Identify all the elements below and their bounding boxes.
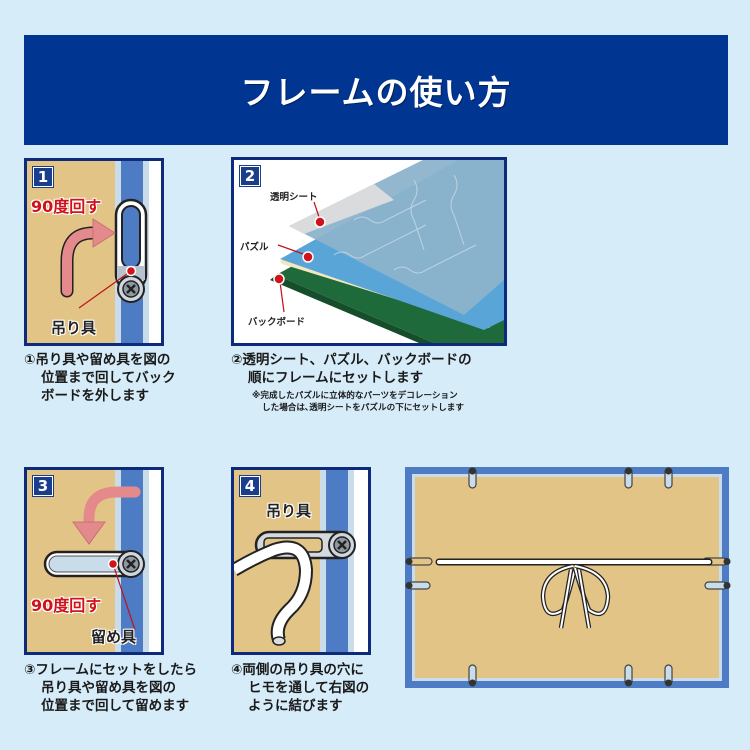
clip-label: 留め具 xyxy=(91,628,137,646)
step-4-illustration: 4 吊り具 xyxy=(231,467,371,655)
hanger-label: 吊り具 xyxy=(51,319,97,337)
step-1-caption: ①吊り具や留め具を図の 位置まで回してバック ボードを外します xyxy=(24,352,176,404)
step-number-badge: 3 xyxy=(32,475,54,497)
puzzle-label: パズル xyxy=(240,242,269,253)
step-number-badge: 2 xyxy=(239,165,261,187)
frame-edge-illustration xyxy=(27,161,161,343)
rotate-label: 90度回す xyxy=(31,197,102,216)
step-2-caption: ②透明シート、パズル、バックボードの 順にフレームにセットします xyxy=(231,352,472,386)
tied-frame-diagram xyxy=(403,462,733,694)
step-2-illustration: 2 透明シート パズル バックボード xyxy=(231,157,507,346)
step-1-illustration: 1 90度回す 吊り具 xyxy=(24,158,164,346)
clear-sheet-label: 透明シート xyxy=(270,192,318,203)
step-4-caption: ④両側の吊り具の穴に ヒモを通して右図の ように結びます xyxy=(231,662,370,714)
page-title: フレームの使い方 xyxy=(240,73,512,112)
string-through-hanger-illustration xyxy=(234,470,368,652)
step-3-illustration: 3 90度回す 留め具 xyxy=(24,467,164,655)
hanger-label: 吊り具 xyxy=(266,502,312,520)
step-3-caption: ③フレームにセットをしたら 吊り具や留め具を図の 位置まで回して留めます xyxy=(24,662,198,714)
rotate-label: 90度回す xyxy=(31,596,102,615)
page-header: フレームの使い方 xyxy=(24,35,728,145)
frame-back-diagram xyxy=(405,467,731,688)
step-number-badge: 4 xyxy=(239,475,261,497)
backboard-label: バックボード xyxy=(248,317,306,328)
layer-stack-illustration xyxy=(234,160,504,343)
step-2-note: ※完成したパズルに立体的なパーツをデコレーション した場合は､透明シートをパズル… xyxy=(252,391,464,413)
frame-edge-illustration xyxy=(27,470,161,652)
step-number-badge: 1 xyxy=(32,166,54,188)
